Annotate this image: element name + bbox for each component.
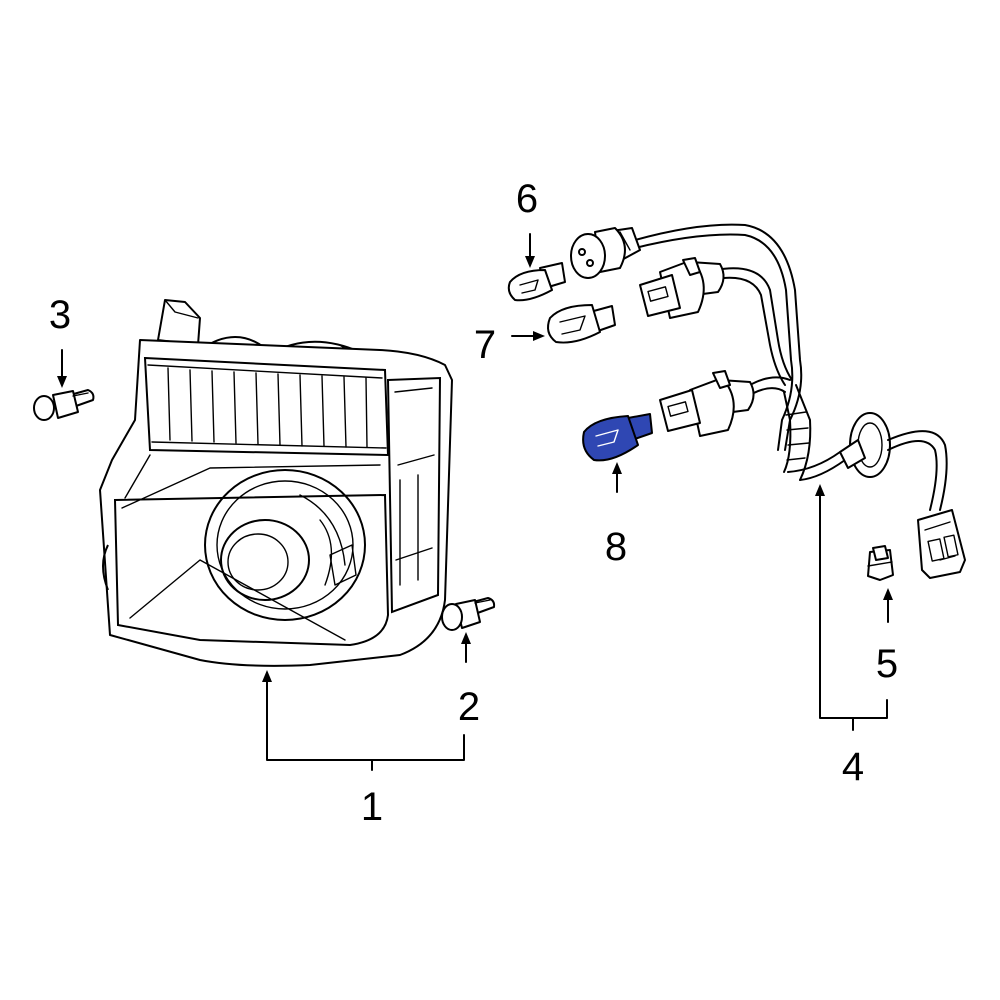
callout-2: 2: [458, 685, 480, 729]
bolt-upper[interactable]: [33, 389, 95, 421]
bolt-lower[interactable]: [441, 597, 496, 631]
leader-lines: [57, 233, 893, 771]
callout-1: 1: [361, 785, 383, 829]
callout-4: 4: [842, 745, 864, 789]
wedge-bulb-large[interactable]: [547, 304, 616, 344]
callout-labels: 1 2 3 4 5 6 7 8: [49, 177, 898, 829]
callout-5: 5: [876, 642, 898, 686]
callout-3: 3: [49, 293, 71, 337]
wedge-bulb-highlighted[interactable]: [582, 413, 653, 462]
wedge-bulb-small[interactable]: [507, 262, 566, 302]
wiring-harness[interactable]: [634, 223, 966, 579]
callout-7: 7: [474, 323, 496, 367]
tail-lamp-assembly[interactable]: [99, 299, 453, 667]
bulb-socket-middle[interactable]: [639, 257, 725, 319]
callout-6: 6: [516, 177, 538, 221]
bulb-socket-lower[interactable]: [659, 370, 755, 437]
callout-8: 8: [605, 525, 627, 569]
harness-clip[interactable]: [867, 545, 894, 581]
bulb-socket-top[interactable]: [570, 227, 641, 279]
